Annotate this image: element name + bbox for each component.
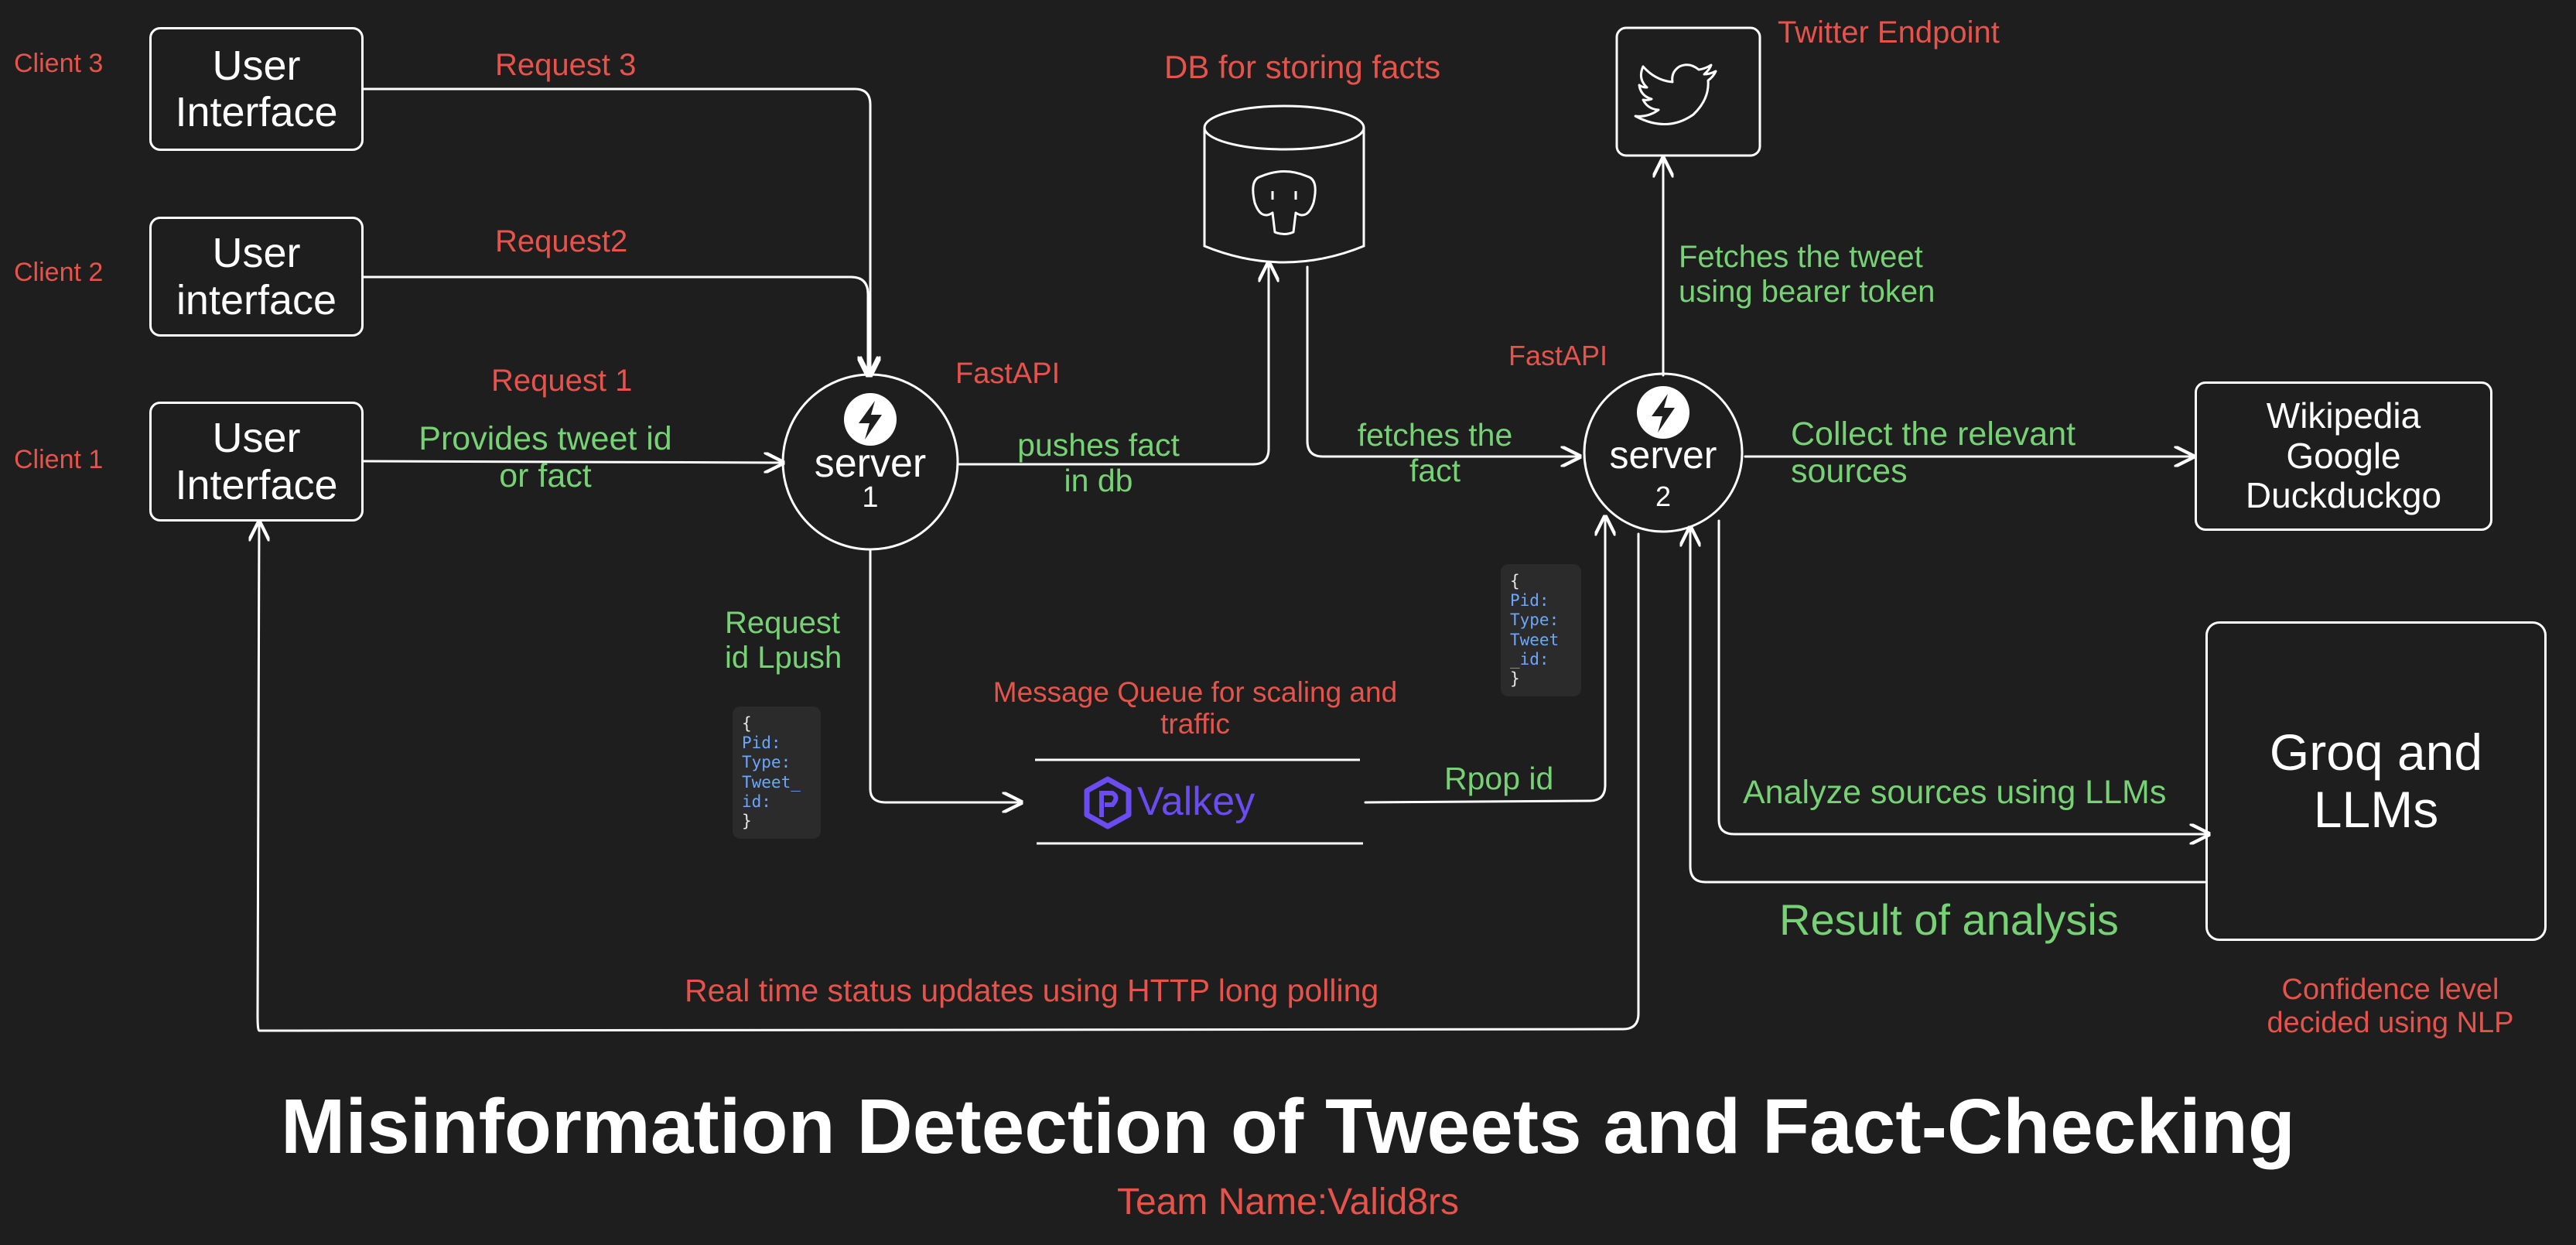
edge-result	[1690, 528, 2206, 884]
realtime-status-label: Real time status updates using HTTP long…	[685, 973, 1379, 1008]
edge-realtime	[258, 522, 1640, 1032]
server-2-fastapi-label: FastAPI	[1508, 340, 1608, 371]
payload-1-field: Type:	[742, 753, 791, 772]
page-title: Misinformation Detection of Tweets and F…	[281, 1083, 2295, 1170]
payload-1-field: id:	[742, 792, 771, 811]
edge-analyze	[1717, 519, 2209, 834]
fetches-tweet-label: Fetches the tweet using bearer token	[1679, 240, 1935, 309]
edge-rpop	[1364, 517, 1605, 804]
request-id-lpush-label: Request id Lpush	[725, 606, 842, 675]
server-1-circle	[781, 373, 959, 551]
twitter-box	[1615, 26, 1761, 157]
database-cylinder	[1203, 104, 1365, 264]
edge-request-3	[362, 87, 870, 375]
client-3-label: Client 3	[14, 49, 104, 78]
confidence-level-label: Confidence level decided using NLP	[2267, 973, 2514, 1039]
server-1-name: server	[814, 441, 927, 486]
payload-box-1: {Pid:Type:Tweet_id:}	[733, 706, 821, 840]
server-2-number: 2	[1655, 481, 1672, 512]
provides-tweet-id-label: Provides tweet id or fact	[419, 420, 672, 495]
result-of-analysis-label: Result of analysis	[1779, 895, 2119, 944]
payload-2-field: Type:	[1510, 611, 1560, 630]
collect-sources-label: Collect the relevant sources	[1791, 416, 2076, 491]
edge-request-2	[362, 275, 868, 375]
server-1-fastapi-label: FastAPI	[955, 357, 1061, 390]
postgres-icon	[1252, 170, 1317, 235]
payload-1-close: }	[742, 811, 752, 830]
payload-2-field: _id:	[1510, 649, 1549, 669]
payload-2-close: }	[1510, 669, 1520, 688]
valkey-label: Valkey	[1137, 779, 1256, 824]
fetches-fact-label: fetches the fact	[1357, 417, 1513, 488]
payload-2-field: Pid:	[1510, 591, 1549, 611]
payload-box-2: {Pid:Type:Tweet_id:}	[1501, 564, 1581, 697]
pushes-fact-label: pushes fact in db	[1017, 427, 1180, 498]
payload-2-field: Tweet	[1510, 630, 1560, 649]
server-2-name: server	[1609, 433, 1717, 477]
edge-push-db	[958, 263, 1269, 466]
edge-request-1	[362, 461, 783, 463]
server-1-number: 1	[862, 481, 879, 514]
client-3-user-interface-box: User Interface	[149, 27, 364, 151]
payload-1-field: Pid:	[742, 734, 781, 753]
twitter-bird-icon	[1634, 63, 1717, 125]
twitter-endpoint-label: Twitter Endpoint	[1778, 15, 2000, 50]
payload-2-open: {	[1510, 572, 1520, 590]
valkey-logo-icon	[1084, 776, 1132, 829]
sources-box: Wikipedia Google Duckduckgo	[2195, 381, 2492, 531]
bolt-icon-server-2	[1637, 386, 1689, 439]
payload-1-field: Tweet_	[742, 772, 801, 792]
request-2-label: Request2	[495, 224, 628, 258]
client-2-label: Client 2	[14, 258, 104, 287]
rpop-id-label: Rpop id	[1444, 761, 1554, 796]
payload-1-open: {	[742, 714, 752, 733]
team-name: Team Name:Valid8rs	[1117, 1182, 1459, 1223]
edge-fetch-fact	[1306, 265, 1580, 457]
client-1-user-interface-box: User Interface	[149, 402, 364, 522]
client-1-label: Client 1	[14, 445, 104, 474]
bolt-icon-server-1	[844, 393, 897, 446]
message-queue-label: Message Queue for scaling and traffic	[992, 676, 1398, 741]
edge-lpush	[869, 548, 1021, 802]
request-1-label: Request 1	[491, 364, 633, 398]
groq-llms-box: Groq and LLMs	[2205, 621, 2547, 941]
analyze-sources-label: Analyze sources using LLMs	[1743, 774, 2167, 811]
client-2-user-interface-box: User interface	[149, 217, 364, 337]
db-label: DB for storing facts	[1164, 49, 1441, 85]
request-3-label: Request 3	[495, 48, 637, 82]
server-2-circle	[1583, 372, 1744, 533]
